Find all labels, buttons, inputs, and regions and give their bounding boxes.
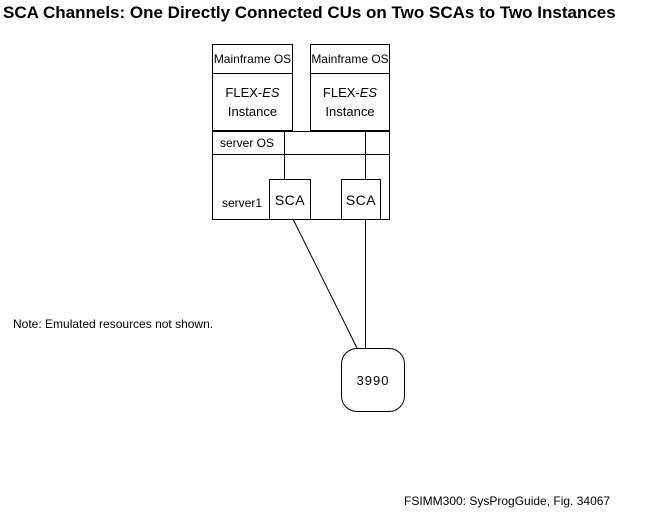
sca-box-1: SCA	[269, 179, 311, 220]
server-os-label: server OS	[220, 136, 275, 150]
flexes-es-italic-1: ES	[262, 84, 280, 100]
flexes-es-italic-2: ES	[359, 84, 378, 100]
flexes-instance-block-2: FLEX-ES Instance	[311, 74, 389, 129]
flexes-instance-block-1: FLEX-ES Instance	[213, 74, 292, 129]
server1-label: server1	[222, 196, 263, 210]
server-os-band: server OS	[213, 132, 389, 155]
flexes-name-1: FLEX-ES	[225, 83, 279, 102]
flexes-name-2: FLEX-ES	[323, 83, 377, 102]
mainframe-os-label-1: Mainframe OS	[213, 45, 292, 74]
cu-3990-box: 3990	[341, 348, 405, 412]
instance-box-2: Mainframe OS FLEX-ES Instance	[310, 44, 390, 131]
mainframe-os-label-2: Mainframe OS	[311, 45, 389, 74]
instance-box-1: Mainframe OS FLEX-ES Instance	[212, 44, 293, 131]
flexes-prefix-2: FLEX-	[322, 84, 360, 100]
note-text: Note: Emulated resources not shown.	[13, 317, 214, 331]
sca-label-2: SCA	[345, 191, 377, 208]
flexes-prefix-1: FLEX-	[225, 84, 263, 100]
sca-label-1: SCA	[274, 191, 306, 208]
figure-caption: FSIMM300: SysProgGuide, Fig. 34067	[404, 494, 611, 508]
cu-3990-label: 3990	[356, 372, 390, 388]
sca-box-2: SCA	[341, 179, 381, 220]
instance-word-1: Instance	[227, 103, 278, 119]
server-box: server OS server1	[212, 131, 390, 220]
instance-word-2: Instance	[325, 103, 375, 119]
page-title: SCA Channels: One Directly Connected CUs…	[3, 3, 616, 22]
channel-line-sca1-cu-diagonal	[292, 218, 358, 349]
